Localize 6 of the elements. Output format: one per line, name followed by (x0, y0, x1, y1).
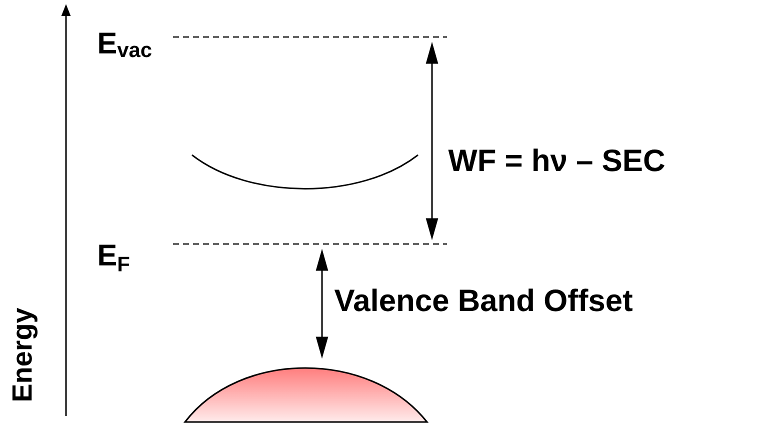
energy-level: E$_{vac}$ (99, 32, 447, 58)
edge-label: WF = hν – SEC (447, 148, 666, 172)
axis-label: Energy (12, 308, 38, 400)
energy-level: E$_{F}$ (99, 243, 447, 272)
edge-label: Valence Band Offset (333, 288, 634, 312)
valence-band (184, 367, 428, 423)
